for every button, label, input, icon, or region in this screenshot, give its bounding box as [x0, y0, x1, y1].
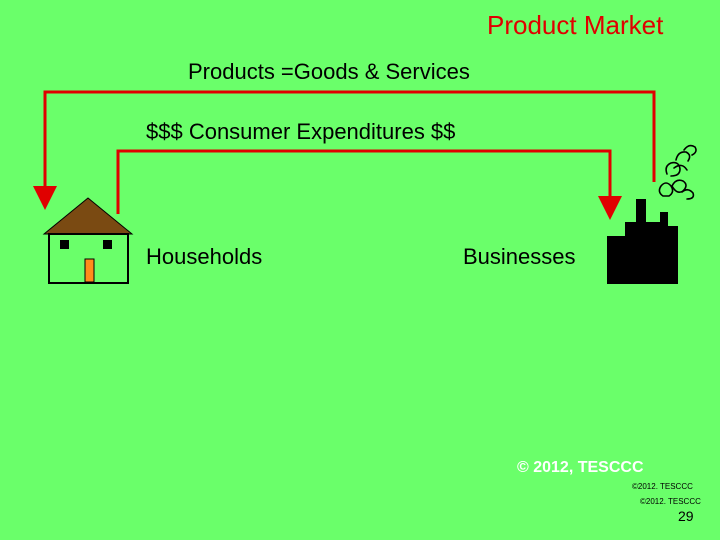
factory-icon [607, 199, 678, 284]
copyright-small-notice-2: ©2012. TESCCC [640, 497, 701, 506]
slide-title: Product Market [487, 10, 664, 40]
products-flow-label: Products =Goods & Services [188, 59, 470, 84]
products-flow-line [43, 90, 656, 188]
households-label: Households [146, 244, 263, 269]
house-icon [42, 197, 134, 284]
arrow-head-icon [33, 186, 57, 210]
businesses-label: Businesses [463, 244, 576, 269]
expenditures-flow-label: $$$ Consumer Expenditures $$ [146, 119, 456, 144]
copyright-small-notice: ©2012. TESCCC [632, 482, 693, 491]
smoke-icon [658, 144, 697, 200]
expenditures-flow-line [116, 149, 612, 214]
page-number: 29 [678, 508, 694, 524]
arrow-head-icon [598, 196, 622, 220]
copyright-notice: © 2012, TESCCC [517, 459, 644, 476]
